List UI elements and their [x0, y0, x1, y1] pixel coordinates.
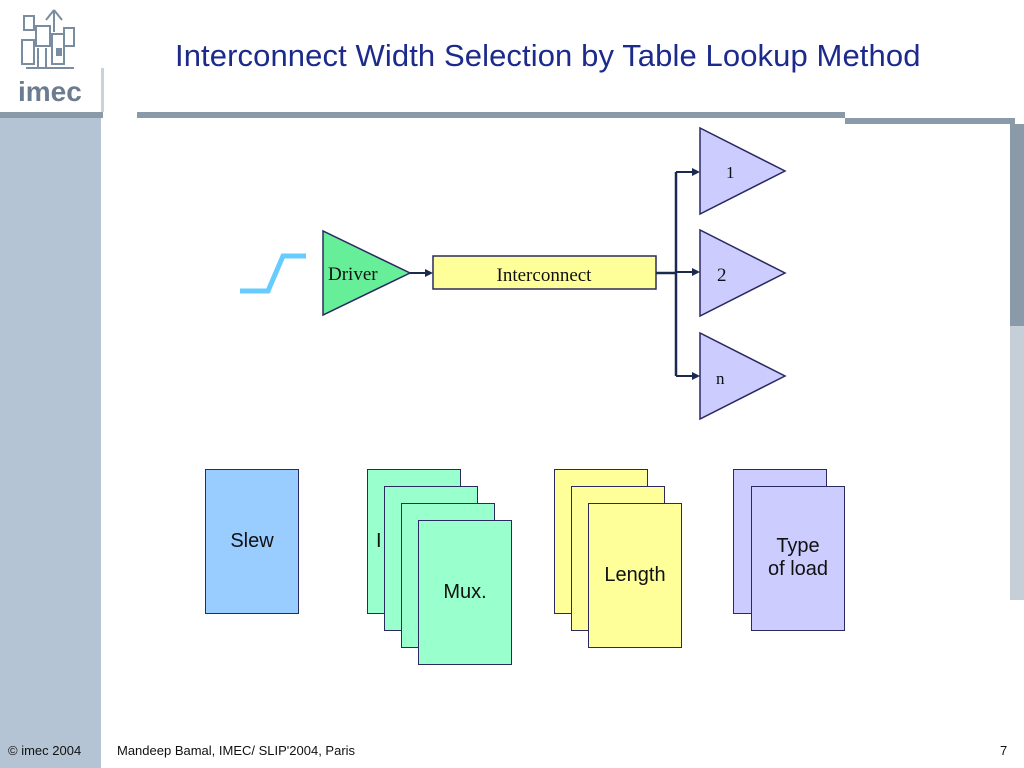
- footer-author: Mandeep Bamal, IMEC/ SLIP'2004, Paris: [117, 743, 356, 758]
- load-triangle-n: [699, 331, 787, 421]
- header-rule-right: [845, 118, 1015, 124]
- footer-page-number: 7: [1000, 743, 1008, 758]
- slew-table: Slew: [205, 469, 299, 614]
- imec-logo-icon: [21, 9, 75, 69]
- interconnect-label: Interconnect: [497, 265, 593, 286]
- step-signal-icon: [240, 253, 306, 294]
- fanout-arrow-2: [692, 268, 700, 276]
- load-label-2: 2: [717, 265, 727, 286]
- mux-hidden-label: I: [376, 530, 382, 552]
- page-title: Interconnect Width Selection by Table Lo…: [175, 38, 921, 73]
- logo-text: imec: [18, 76, 82, 107]
- driver-label: Driver: [328, 264, 378, 285]
- slew-label: Slew: [230, 530, 274, 552]
- logo-divider: [101, 68, 104, 114]
- load-label-1: 1: [726, 163, 735, 182]
- load-type-label-2: of load: [767, 558, 829, 580]
- right-bar-dark: [1010, 124, 1024, 326]
- driver-triangle: [322, 229, 412, 317]
- load-triangle-1: [699, 126, 787, 216]
- load-label-n: n: [716, 369, 725, 388]
- load-type-label-1: Type: [776, 535, 820, 557]
- length-label: Length: [604, 564, 666, 586]
- header-rule: [137, 112, 845, 118]
- sidebar: [0, 112, 103, 768]
- sidebar-edge: [101, 112, 105, 768]
- load-type-table: Type of load: [751, 486, 845, 631]
- fanout-arrow-n: [692, 372, 700, 380]
- fanout-arrow-1: [692, 168, 700, 176]
- mux-table: Mux.: [418, 520, 512, 665]
- right-bar-light: [1010, 326, 1024, 600]
- length-table: Length: [588, 503, 682, 648]
- mux-label: Mux.: [443, 581, 487, 603]
- driver-arrow-head: [425, 269, 433, 277]
- header-rule-left: [0, 112, 103, 118]
- footer-copyright: © imec 2004: [8, 743, 82, 758]
- load-triangle-2: [699, 228, 787, 318]
